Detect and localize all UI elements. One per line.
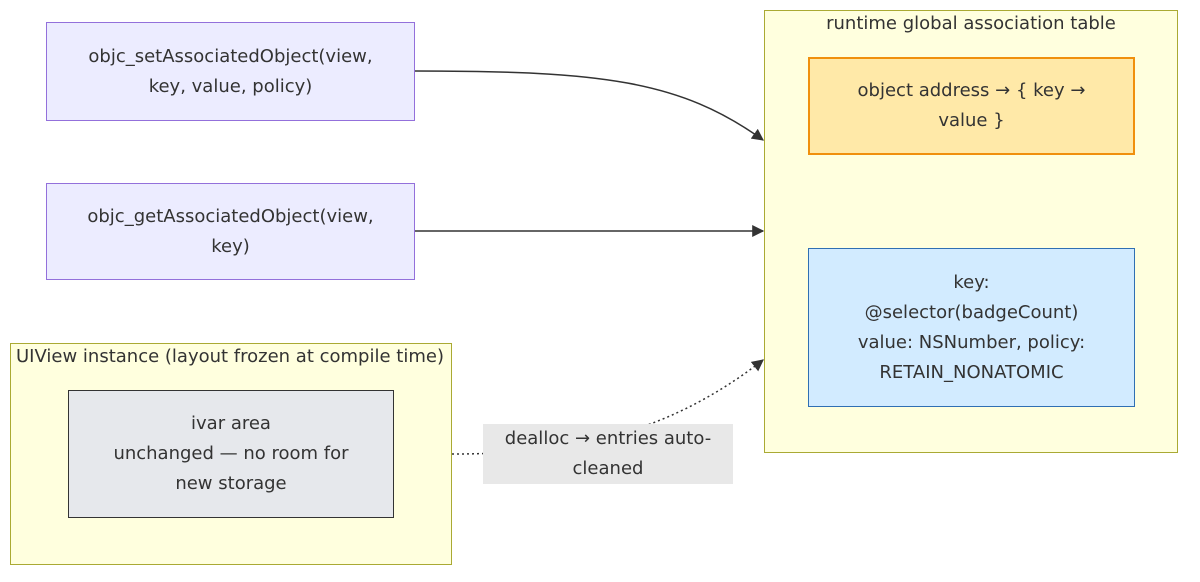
entry-line-1: key: bbox=[953, 271, 990, 293]
entry-line-3: value: NSNumber, policy: bbox=[857, 331, 1086, 353]
set-call-line-2: key, value, policy) bbox=[148, 75, 313, 97]
uiview-group-title: UIView instance (layout frozen at compil… bbox=[16, 346, 444, 367]
dealloc-label-line-1: dealloc → entries auto- bbox=[504, 428, 712, 449]
set-call-line-1: objc_setAssociatedObject(view, bbox=[88, 45, 373, 67]
ivar-line-1: ivar area bbox=[191, 413, 271, 434]
dealloc-label-line-2: cleaned bbox=[572, 458, 644, 479]
ivar-line-3: new storage bbox=[175, 473, 287, 494]
set-associated-object-node: objc_setAssociatedObject(view, key, valu… bbox=[46, 22, 415, 121]
entry-line-2: @selector(badgeCount) bbox=[864, 301, 1079, 323]
ivar-line-2: unchanged — no room for bbox=[113, 443, 349, 464]
get-associated-object-node: objc_getAssociatedObject(view, key) bbox=[46, 183, 415, 280]
association-entry-node: key: @selector(badgeCount) value: NSNumb… bbox=[808, 248, 1135, 407]
get-call-line-1: objc_getAssociatedObject(view, bbox=[87, 205, 374, 227]
dealloc-edge-label: dealloc → entries auto- cleaned bbox=[483, 424, 733, 484]
ivar-area-node: ivar area unchanged — no room for new st… bbox=[68, 390, 394, 518]
map-line-1: object address → { key → bbox=[857, 80, 1086, 101]
entry-line-4: RETAIN_NONATOMIC bbox=[879, 361, 1064, 383]
object-address-map-node: object address → { key → value } bbox=[808, 57, 1135, 155]
get-call-line-2: key) bbox=[211, 235, 250, 257]
map-line-2: value } bbox=[938, 110, 1005, 131]
edge-set-to-table bbox=[414, 70, 764, 141]
runtime-group-title: runtime global association table bbox=[826, 13, 1116, 34]
